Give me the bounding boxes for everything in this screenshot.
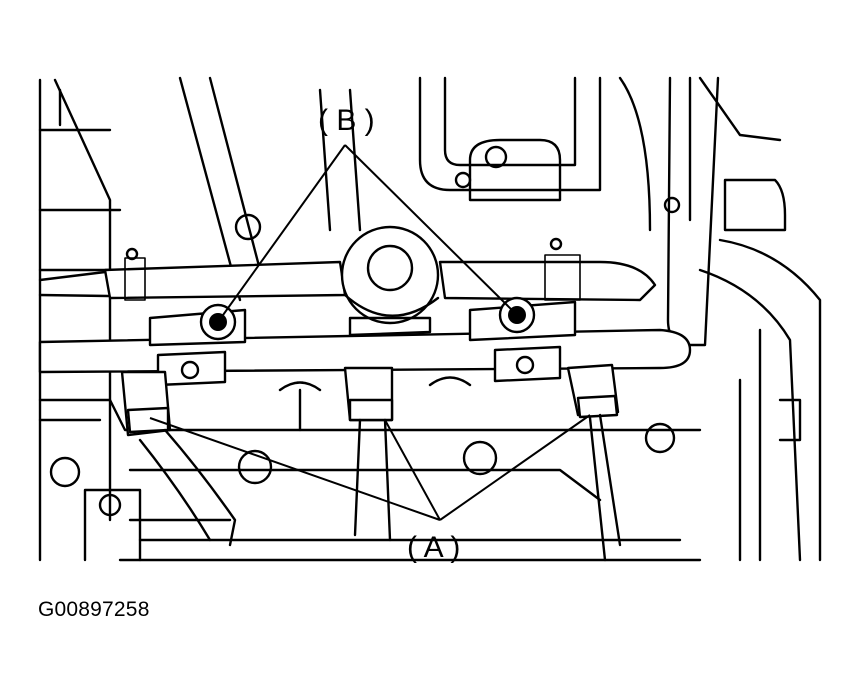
figure-code: G00897258	[38, 598, 150, 621]
injector-connector-left	[120, 370, 237, 547]
leader-lines-a	[149, 414, 591, 521]
engine-block-outline	[38, 76, 822, 562]
callout-b-label: ( B )	[318, 104, 375, 137]
injector-connector-center	[343, 366, 394, 542]
injector-connector-right	[566, 363, 622, 562]
fuel-delivery-pipe	[38, 225, 657, 325]
leader-lines-b	[217, 144, 518, 323]
callout-a-label: ( A )	[407, 531, 460, 564]
